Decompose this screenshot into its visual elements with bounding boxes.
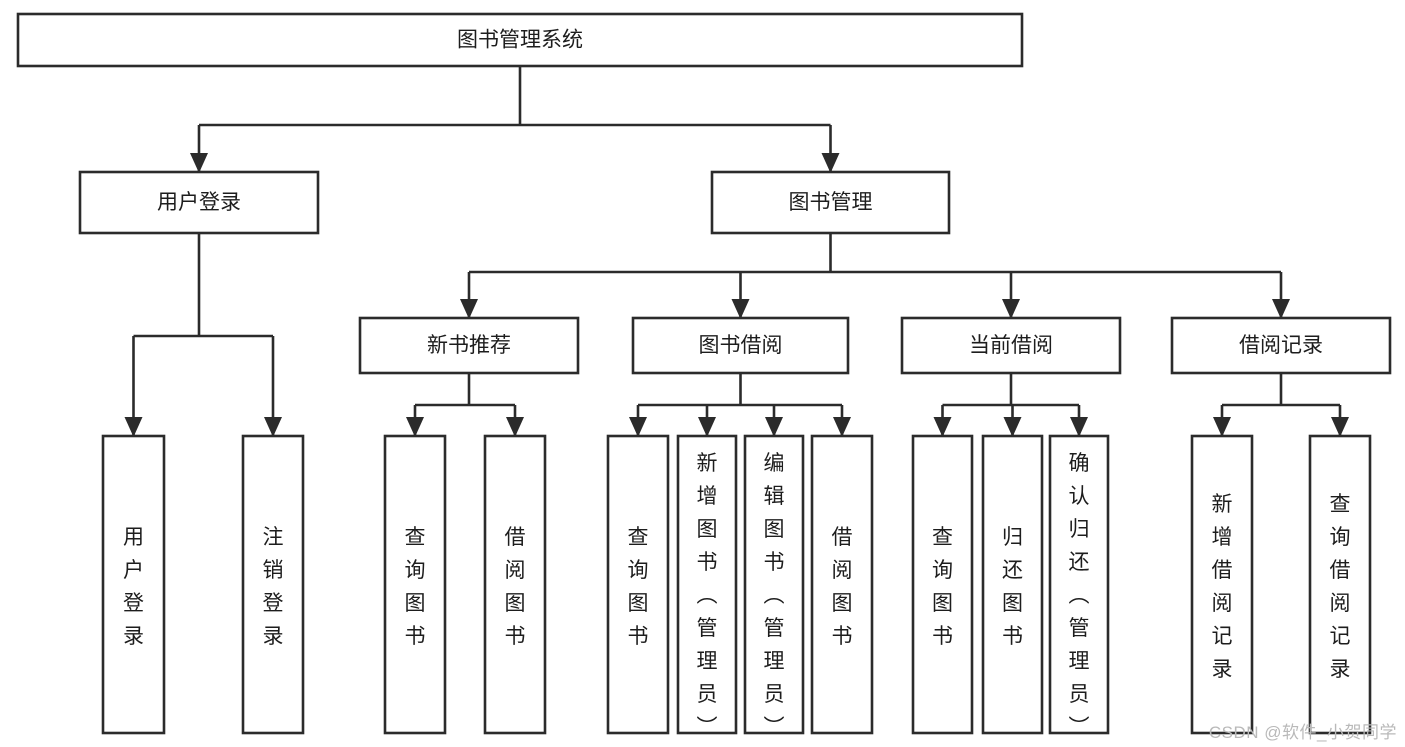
node-level1-0-rect bbox=[78, 170, 320, 235]
l20-arrow-0 bbox=[406, 417, 424, 437]
node-leaf-12-rect bbox=[1308, 434, 1372, 735]
node-leaf-0-label: 用户登录 bbox=[123, 526, 144, 648]
node-level2-1-label: 图书借阅 bbox=[699, 334, 783, 357]
root-arrow-0 bbox=[190, 153, 208, 173]
node-level1-0-label: 用户登录 bbox=[157, 191, 241, 214]
node-leaf-12-label: 查询借阅记录 bbox=[1330, 493, 1351, 681]
node-leaf-6-label: 编辑图书︵管理员︶ bbox=[764, 452, 785, 739]
node-leaf-8-label: 查询图书 bbox=[932, 526, 953, 648]
node-leaf-5-label: 新增图书︵管理员︶ bbox=[697, 452, 718, 739]
node-leaf-2-rect bbox=[383, 434, 447, 735]
node-level2-0-label: 新书推荐 bbox=[427, 334, 511, 357]
node-leaf-8-rect bbox=[911, 434, 974, 735]
node-root-rect bbox=[16, 12, 1024, 68]
books-arrow-1 bbox=[731, 299, 750, 319]
node-leaf-2[interactable]: 查询图书 bbox=[383, 434, 447, 735]
node-leaf-4-label: 查询图书 bbox=[628, 526, 649, 648]
login-arrow-0 bbox=[124, 417, 143, 437]
l21-arrow-3 bbox=[833, 417, 851, 437]
node-level1-1-rect bbox=[710, 170, 951, 235]
node-leaf-12[interactable]: 查询借阅记录 bbox=[1308, 434, 1372, 735]
node-leaf-3-label: 借阅图书 bbox=[505, 526, 526, 648]
node-level1-1[interactable]: 图书管理 bbox=[710, 170, 951, 235]
node-leaf-11[interactable]: 新增借阅记录 bbox=[1190, 434, 1254, 735]
node-leaf-3[interactable]: 借阅图书 bbox=[483, 434, 547, 735]
l21-arrow-2 bbox=[765, 417, 783, 437]
node-leaf-0[interactable]: 用户登录 bbox=[101, 434, 166, 735]
connector-layer bbox=[124, 66, 1349, 437]
books-arrow-0 bbox=[460, 299, 478, 319]
node-root[interactable]: 图书管理系统 bbox=[16, 12, 1024, 68]
node-leaf-9-rect bbox=[981, 434, 1044, 735]
node-level2-0[interactable]: 新书推荐 bbox=[358, 316, 580, 375]
node-leaf-4-rect bbox=[606, 434, 670, 735]
node-leaf-1-label: 注销登录 bbox=[263, 526, 284, 648]
node-level2-2-label: 当前借阅 bbox=[969, 334, 1053, 357]
node-leaf-1[interactable]: 注销登录 bbox=[241, 434, 305, 735]
node-leaf-6[interactable]: 编辑图书︵管理员︶ bbox=[743, 434, 805, 739]
node-leaf-5-rect bbox=[676, 434, 738, 735]
node-level2-0-rect bbox=[358, 316, 580, 375]
node-leaf-6-rect bbox=[743, 434, 805, 735]
l22-arrow-1 bbox=[1003, 417, 1022, 437]
node-leaf-1-rect bbox=[241, 434, 305, 735]
node-leaf-8[interactable]: 查询图书 bbox=[911, 434, 974, 735]
node-level2-1[interactable]: 图书借阅 bbox=[631, 316, 850, 375]
node-leaf-9-label: 归还图书 bbox=[1002, 526, 1023, 648]
node-leaf-0-rect bbox=[101, 434, 166, 735]
books-arrow-2 bbox=[1002, 299, 1020, 319]
login-arrow-1 bbox=[264, 417, 282, 437]
node-level2-2[interactable]: 当前借阅 bbox=[900, 316, 1122, 375]
node-leaf-7[interactable]: 借阅图书 bbox=[810, 434, 874, 735]
node-leaf-7-label: 借阅图书 bbox=[832, 526, 853, 648]
node-leaf-9[interactable]: 归还图书 bbox=[981, 434, 1044, 735]
node-root-label: 图书管理系统 bbox=[457, 29, 583, 52]
books-arrow-3 bbox=[1272, 299, 1290, 319]
node-level2-1-rect bbox=[631, 316, 850, 375]
node-leaf-4[interactable]: 查询图书 bbox=[606, 434, 670, 735]
node-level1-0[interactable]: 用户登录 bbox=[78, 170, 320, 235]
node-leaf-5[interactable]: 新增图书︵管理员︶ bbox=[676, 434, 738, 739]
l23-arrow-0 bbox=[1213, 417, 1231, 437]
node-leaf-10-rect bbox=[1048, 434, 1110, 735]
node-level1-1-label: 图书管理 bbox=[789, 191, 873, 214]
node-level2-3-rect bbox=[1170, 316, 1392, 375]
l20-arrow-1 bbox=[506, 417, 524, 437]
l22-arrow-0 bbox=[933, 417, 952, 437]
node-leaf-3-rect bbox=[483, 434, 547, 735]
l22-arrow-2 bbox=[1070, 417, 1088, 437]
node-layer: 图书管理系统用户登录图书管理新书推荐图书借阅当前借阅借阅记录用户登录注销登录查询… bbox=[16, 12, 1392, 739]
node-leaf-11-label: 新增借阅记录 bbox=[1212, 493, 1233, 681]
l23-arrow-1 bbox=[1331, 417, 1349, 437]
node-leaf-10-label: 确认归还︵管理员︶ bbox=[1069, 452, 1090, 739]
node-level2-3[interactable]: 借阅记录 bbox=[1170, 316, 1392, 375]
root-arrow-1 bbox=[821, 153, 840, 173]
node-level2-2-rect bbox=[900, 316, 1122, 375]
node-leaf-7-rect bbox=[810, 434, 874, 735]
l21-arrow-1 bbox=[698, 417, 716, 437]
node-leaf-11-rect bbox=[1190, 434, 1254, 735]
node-leaf-10[interactable]: 确认归还︵管理员︶ bbox=[1048, 434, 1110, 739]
node-leaf-2-label: 查询图书 bbox=[405, 526, 426, 648]
node-level2-3-label: 借阅记录 bbox=[1239, 334, 1323, 357]
l21-arrow-0 bbox=[629, 417, 647, 437]
